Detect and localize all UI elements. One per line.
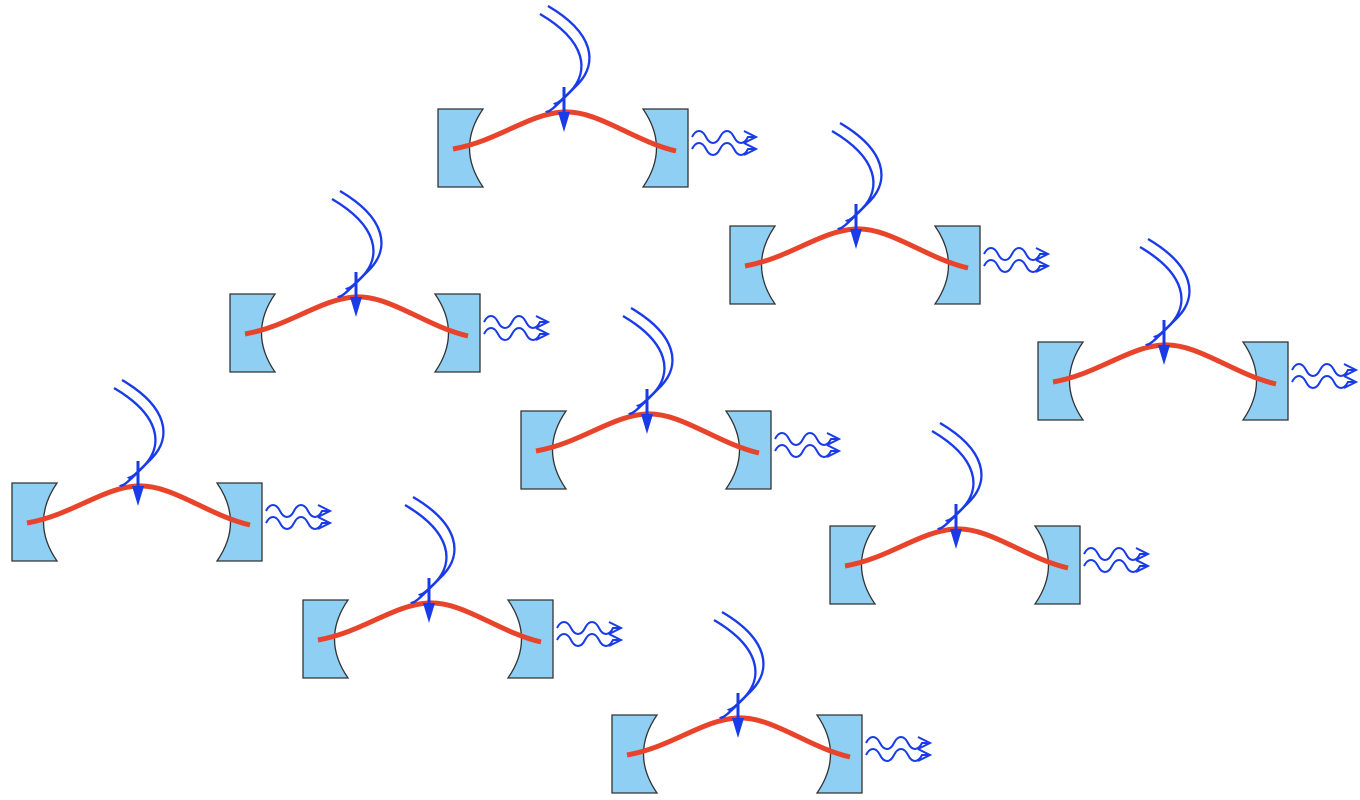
output-arrow-icon <box>917 736 933 750</box>
output-arrow-icon <box>826 432 842 446</box>
output-arrow-icon <box>1135 559 1151 573</box>
output-emission-icon <box>1291 375 1356 389</box>
output-emission-icon <box>265 516 330 530</box>
pump-beam-icon <box>1147 237 1191 338</box>
output-arrow-icon <box>743 142 759 156</box>
output-arrow-icon <box>535 327 551 341</box>
cavity-unit-4 <box>1037 237 1359 421</box>
cavity-unit-1 <box>437 4 759 188</box>
cavity-unit-3 <box>229 189 551 373</box>
output-emission-icon <box>865 736 930 750</box>
output-emission-icon <box>556 621 621 635</box>
pump-arrow-icon <box>1158 345 1170 365</box>
output-arrow-icon <box>1343 375 1359 389</box>
output-emission-icon <box>691 142 756 156</box>
output-arrow-icon <box>826 444 842 458</box>
output-emission-icon <box>774 432 839 446</box>
pump-arrow-icon <box>950 529 962 549</box>
output-arrow-icon <box>1035 259 1051 273</box>
output-arrow-icon <box>317 516 333 530</box>
pump-beam-icon <box>539 12 583 113</box>
pump-beam-icon <box>630 306 674 407</box>
cavity-unit-2 <box>729 121 1051 305</box>
output-arrow-icon <box>535 315 551 329</box>
pump-beam-icon <box>713 618 757 719</box>
output-emission-icon <box>556 633 621 647</box>
cavity-unit-5 <box>520 306 842 490</box>
pump-arrow-icon <box>558 112 570 132</box>
cavity-unit-8 <box>302 495 624 679</box>
output-emission-icon <box>483 315 548 329</box>
output-emission-icon <box>1083 559 1148 573</box>
output-emission-icon <box>1291 363 1356 377</box>
cavity-unit-7 <box>829 421 1151 605</box>
pump-beam-icon <box>113 386 157 487</box>
output-emission-icon <box>1083 547 1148 561</box>
cavity-unit-9 <box>611 610 933 794</box>
pump-beam-icon <box>622 314 666 415</box>
pump-arrow-icon <box>641 414 653 434</box>
output-emission-icon <box>691 130 756 144</box>
pump-beam-icon <box>121 378 165 479</box>
cavity-unit-6 <box>11 378 333 562</box>
pump-beam-icon <box>331 197 375 298</box>
pump-arrow-icon <box>850 229 862 249</box>
pump-beam-icon <box>721 610 765 711</box>
output-arrow-icon <box>608 621 624 635</box>
output-emission-icon <box>865 748 930 762</box>
pump-arrow-icon <box>350 297 362 317</box>
pump-arrow-icon <box>423 603 435 623</box>
output-emission-icon <box>774 444 839 458</box>
output-emission-icon <box>983 247 1048 261</box>
pump-beam-icon <box>404 503 448 604</box>
output-arrow-icon <box>743 130 759 144</box>
output-arrow-icon <box>917 748 933 762</box>
pump-beam-icon <box>939 421 983 522</box>
pump-beam-icon <box>547 4 591 105</box>
pump-arrow-icon <box>132 486 144 506</box>
pump-beam-icon <box>831 129 875 230</box>
output-emission-icon <box>983 259 1048 273</box>
output-arrow-icon <box>608 633 624 647</box>
pump-beam-icon <box>839 121 883 222</box>
output-emission-icon <box>483 327 548 341</box>
output-emission-icon <box>265 504 330 518</box>
pump-arrow-icon <box>732 718 744 738</box>
output-arrow-icon <box>1035 247 1051 261</box>
pump-beam-icon <box>412 495 456 596</box>
output-arrow-icon <box>1343 363 1359 377</box>
pump-beam-icon <box>339 189 383 290</box>
pump-beam-icon <box>931 429 975 530</box>
pump-beam-icon <box>1139 245 1183 346</box>
output-arrow-icon <box>1135 547 1151 561</box>
output-arrow-icon <box>317 504 333 518</box>
